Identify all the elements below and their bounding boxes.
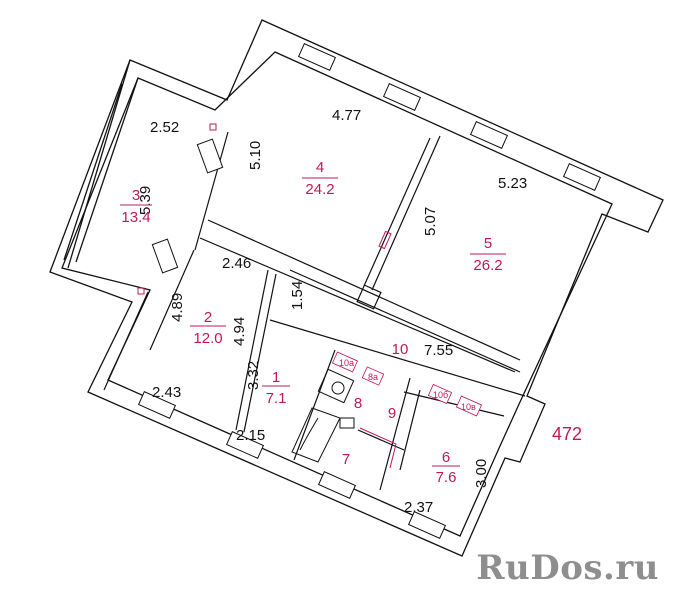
bathroom-fixtures: [291, 368, 355, 463]
dim-label: 5.07: [422, 207, 439, 236]
room-area: 7.1: [266, 390, 287, 407]
room-area: 7.6: [436, 469, 457, 486]
dim-label: 4.77: [332, 107, 361, 124]
interior-walls: [103, 131, 526, 491]
dim-label: 2.43: [152, 384, 181, 401]
sub-room-tag: 10а: [339, 358, 354, 368]
sub-room-tag: 10в: [461, 402, 476, 412]
room-number: 7: [342, 451, 350, 468]
dim-label: 1.54: [289, 281, 306, 310]
room-area: 13.4: [121, 209, 150, 226]
dim-label: 4.94: [231, 317, 248, 346]
flat-number: 472: [552, 424, 582, 444]
dimension-labels: 2.52 5.39 5.10 4.77 5.23 5.07 2.46 1.54 …: [137, 107, 527, 516]
room-number: 10: [392, 341, 409, 358]
room-labels: 3 13.4 4 24.2 5 26.2 2 12.0 1 7.1 6 7.6 …: [120, 159, 506, 486]
dim-label: 3.32: [245, 361, 262, 390]
dim-label: 2.46: [222, 255, 251, 272]
sub-room-tag: 10б: [433, 390, 448, 400]
room-area: 24.2: [305, 181, 334, 198]
dim-label: 2.15: [236, 427, 265, 444]
dim-label: 7.55: [424, 342, 453, 359]
room-number: 6: [442, 449, 450, 466]
room-number: 5: [484, 235, 492, 252]
room-area: 26.2: [473, 257, 502, 274]
room-number: 9: [388, 405, 396, 422]
dim-label: 5.23: [498, 175, 527, 192]
watermark-logo: RuDos.ru: [476, 548, 659, 588]
room-number: 8: [354, 395, 362, 412]
room-number: 3: [132, 187, 140, 204]
exterior-walls: [49, 19, 664, 557]
sub-room-tag: 8а: [368, 372, 378, 382]
room-number: 1: [272, 369, 280, 386]
dim-label: 4.89: [169, 293, 186, 322]
sub-room-tags: 10а 8а 10б 10в: [331, 351, 483, 417]
dim-label: 2.37: [404, 499, 433, 516]
room-area: 12.0: [193, 330, 222, 347]
pink-marks: [137, 123, 397, 469]
room-number: 2: [204, 309, 212, 326]
dim-label: 5.39: [137, 186, 154, 215]
dim-label: 5.10: [247, 141, 264, 170]
dim-label: 2.52: [150, 119, 179, 136]
dim-label: 3.00: [473, 459, 490, 488]
windows: [137, 43, 602, 539]
room-number: 4: [316, 159, 324, 176]
